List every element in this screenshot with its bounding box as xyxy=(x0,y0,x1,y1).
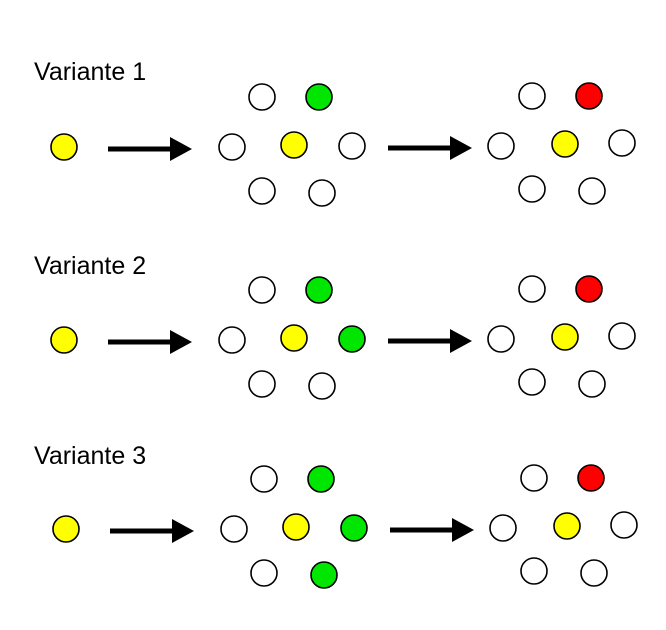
variant-2-middle-node-4 xyxy=(280,324,308,352)
variant-1-end-node-6 xyxy=(518,175,546,203)
variant-3-label: Variante 3 xyxy=(34,442,147,470)
variant-3-arrow-1 xyxy=(110,519,194,543)
variant-3-middle-node-6 xyxy=(250,559,278,587)
variant-2-end-node-5 xyxy=(608,322,636,350)
variant-2-middle-node-3 xyxy=(218,326,246,354)
variant-2-middle-node-1 xyxy=(248,276,276,304)
variant-3-middle-node-3 xyxy=(220,515,248,543)
variant-1-middle-node-4 xyxy=(280,131,308,159)
variant-2-end-node-7 xyxy=(578,370,606,398)
variant-3-middle-node-5 xyxy=(340,514,368,542)
variant-3-middle-node-7 xyxy=(310,561,338,589)
variant-3-end-node-5 xyxy=(610,511,638,539)
variant-2-end-node-4 xyxy=(551,323,579,351)
variant-2-label: Variante 2 xyxy=(34,252,147,280)
variant-1-middle-node-5 xyxy=(338,132,366,160)
variant-3-middle-node-1 xyxy=(250,465,278,493)
variant-2-arrow-2 xyxy=(388,329,472,353)
variant-2-middle-node-6 xyxy=(248,370,276,398)
variant-1-arrow-2 xyxy=(388,136,472,160)
variant-1-start-node xyxy=(50,133,78,161)
variant-3-end-node-3 xyxy=(489,514,517,542)
variant-2-end-node-6 xyxy=(518,368,546,396)
variant-3-end-node-6 xyxy=(520,557,548,585)
variant-3-end-node-4 xyxy=(553,512,581,540)
variant-2-middle-node-5 xyxy=(338,325,366,353)
variant-1-middle-node-2 xyxy=(305,83,333,111)
variant-1-end-node-1 xyxy=(518,82,546,110)
variant-1-arrow-1 xyxy=(108,137,192,161)
variant-1-end-node-2 xyxy=(575,82,603,110)
variant-1-end-node-4 xyxy=(551,130,579,158)
variant-2-end-node-3 xyxy=(487,325,515,353)
variant-1-middle-node-6 xyxy=(248,177,276,205)
variant-3-arrow-2 xyxy=(390,518,474,542)
variant-3-middle-node-4 xyxy=(282,513,310,541)
variant-3-end-node-2 xyxy=(577,464,605,492)
variant-3-end-node-7 xyxy=(580,559,608,587)
variant-1-label: Variante 1 xyxy=(34,58,147,86)
variant-1-middle-node-1 xyxy=(248,83,276,111)
variant-3-end-node-1 xyxy=(520,464,548,492)
variant-1-end-node-5 xyxy=(608,129,636,157)
variant-1-end-node-7 xyxy=(578,177,606,205)
variant-2-arrow-1 xyxy=(108,330,192,354)
variant-2-start-node xyxy=(50,326,78,354)
variant-2-end-node-2 xyxy=(575,275,603,303)
variant-1-middle-node-7 xyxy=(308,179,336,207)
variant-3-middle-node-2 xyxy=(307,465,335,493)
variant-1-middle-node-3 xyxy=(218,133,246,161)
variant-2-middle-node-2 xyxy=(305,276,333,304)
variant-3-start-node xyxy=(52,515,80,543)
variant-1-end-node-3 xyxy=(487,132,515,160)
variant-2-middle-node-7 xyxy=(308,372,336,400)
variant-2-end-node-1 xyxy=(518,275,546,303)
